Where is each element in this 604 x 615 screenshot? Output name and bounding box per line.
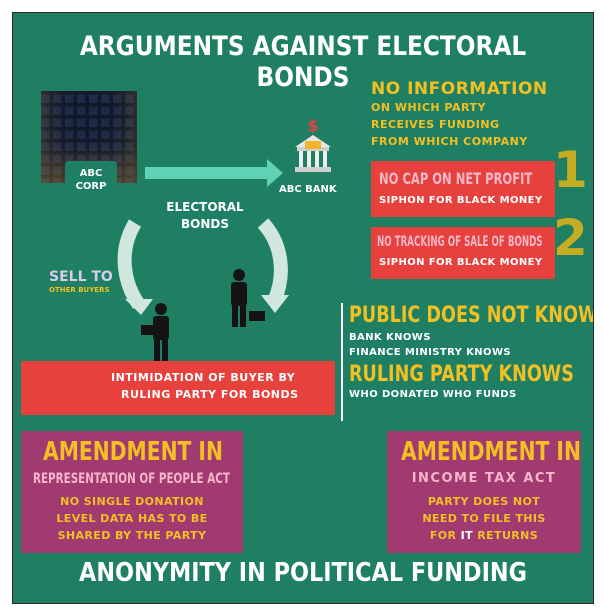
page-title: ARGUMENTS AGAINST ELECTORAL BONDS: [79, 31, 527, 93]
arrow-left-head-icon: [125, 299, 153, 315]
businessman-icon: [231, 269, 265, 327]
arrow-right-head-icon: [261, 295, 289, 313]
arrow-left-curve-icon: [117, 219, 145, 310]
divider: [341, 303, 343, 421]
sell-to-label: SELL TO OTHER BUYERS: [49, 269, 113, 294]
infographic: ARGUMENTS AGAINST ELECTORAL BONDS ABC CO…: [12, 12, 594, 604]
point-1-number: 1: [553, 141, 588, 199]
flow-arrows: $: [117, 116, 331, 361]
businessman-icon: [141, 303, 169, 361]
point-1-box: NO CAP ON NET PROFIT SIPHON FOR BLACK MO…: [371, 161, 555, 217]
intimidation-box: INTIMIDATION OF BUYER BY RULING PARTY FO…: [21, 361, 335, 415]
building-icon: [41, 91, 137, 183]
amendment-left-box: AMENDMENT IN REPRESENTATION OF PEOPLE AC…: [21, 431, 243, 553]
electoral-bonds-label: ELECTORAL BONDS: [166, 200, 244, 231]
bank-icon: [295, 135, 331, 172]
arrow-right-curve-icon: [257, 218, 288, 302]
point-2-number: 2: [553, 209, 588, 267]
amend-right-line-3: FOR IT RETURNS: [429, 529, 539, 542]
arrow-to-bank-head-icon: [267, 159, 283, 187]
abc-corp-label-1: ABC: [79, 168, 103, 179]
arrow-to-bank-icon: [145, 167, 267, 179]
abc-corp-label-2: CORP: [75, 181, 107, 192]
abc-bank-label: ABC BANK: [279, 184, 337, 195]
footer-title: ANONYMITY IN POLITICAL FUNDING: [79, 558, 527, 588]
amendment-right-box: AMENDMENT IN INCOME TAX ACT PARTY DOES N…: [387, 431, 581, 553]
point-2-box: NO TRACKING OF SALE OF BONDS SIPHON FOR …: [371, 227, 555, 279]
no-information-block: NO INFORMATION ON WHICH PARTY RECEIVES F…: [371, 79, 548, 148]
dollar-icon: $: [307, 116, 318, 135]
abc-corp-badge: ABC CORP: [65, 161, 117, 203]
public-block: PUBLIC DOES NOT KNOW BANK KNOWS FINANCE …: [349, 303, 594, 400]
